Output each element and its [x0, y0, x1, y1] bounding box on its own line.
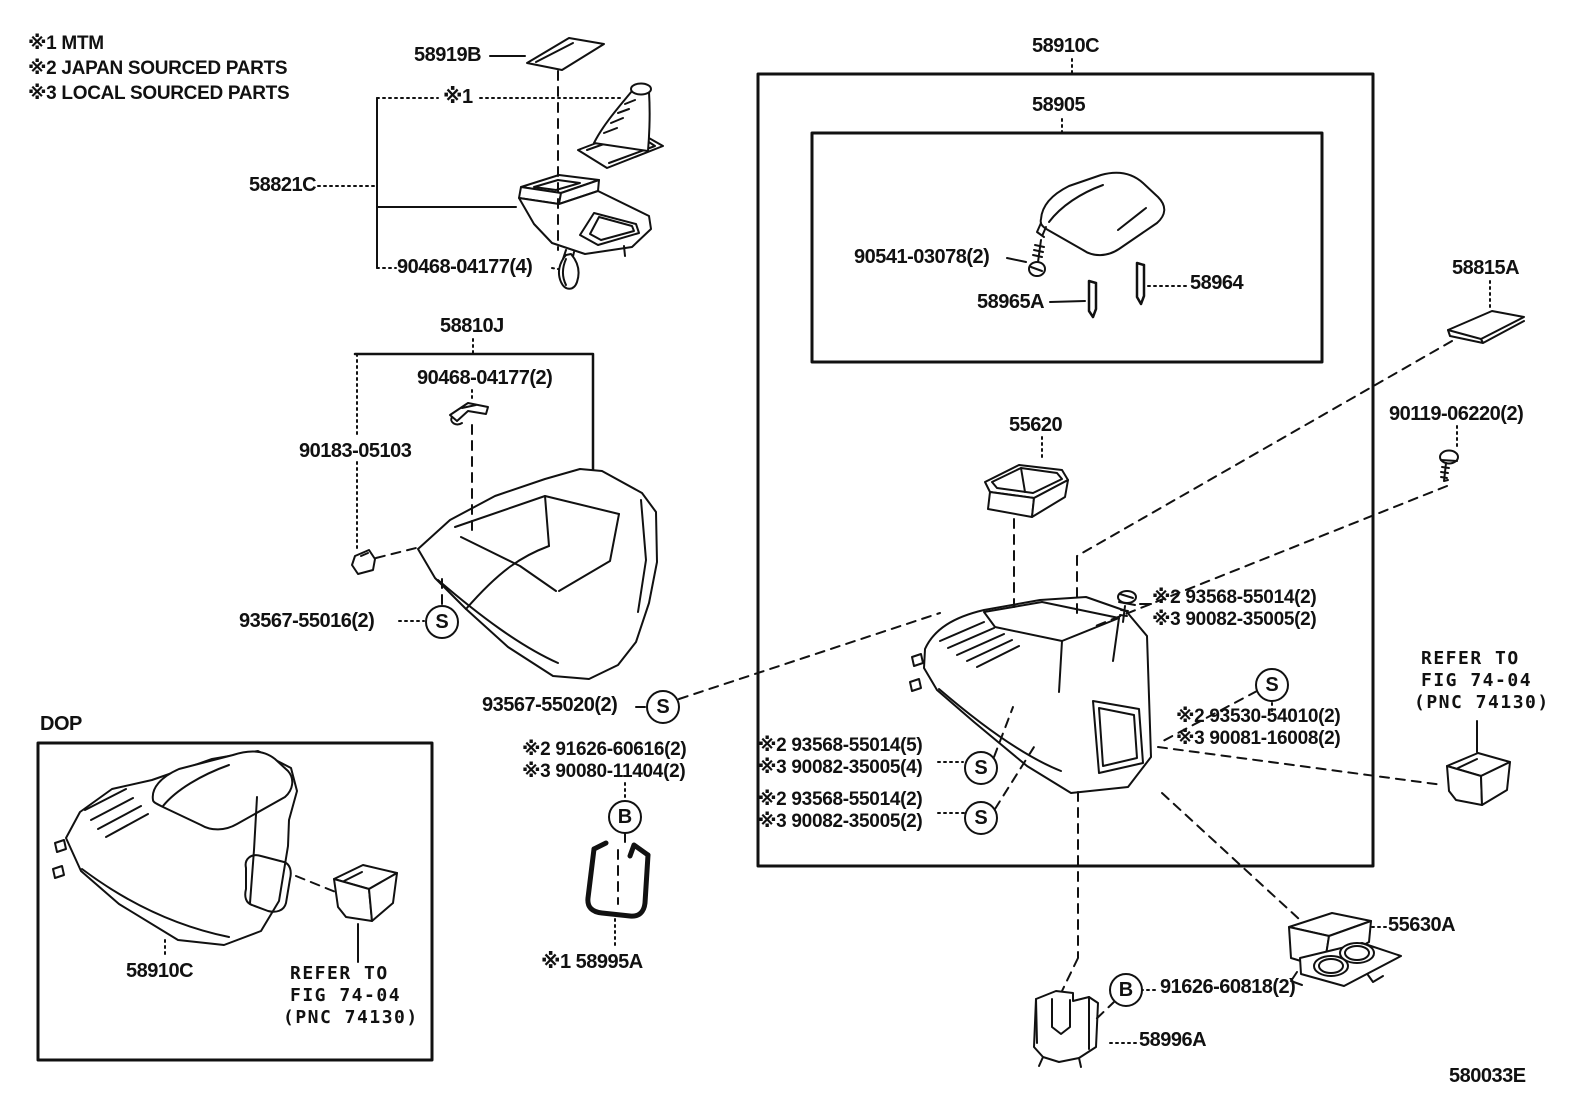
shifter-bezel-bracket-sketch — [518, 174, 652, 262]
part-label-screw-left2-1: ※2 93568-55014(2) — [758, 789, 923, 810]
part-label-90541-03078: 90541-03078(2) — [854, 246, 990, 268]
dop-box — [36, 741, 434, 1062]
clip-90468-2-sketch — [449, 402, 489, 426]
armrest-lid-sketch — [1036, 171, 1166, 257]
rear-console-group-box — [353, 352, 595, 500]
legend-line-2: ※2 JAPAN SOURCED PARTS — [28, 58, 288, 79]
part-label-91626-60818: 91626-60818(2) — [1160, 976, 1296, 998]
part-label-58821c: 58821C — [249, 174, 317, 196]
plate-58815A-sketch — [1447, 310, 1525, 344]
legend-line-1: ※1 MTM — [28, 33, 104, 54]
part-label-90183-05103: 90183-05103 — [299, 440, 412, 462]
part-label-93567-55020: 93567-55020(2) — [482, 694, 618, 716]
refer-note-dop-1: REFER TO — [290, 963, 389, 984]
clip-90468-4-sketch — [557, 253, 580, 290]
dop-console-sketch — [52, 750, 298, 946]
part-label-58815a: 58815A — [1452, 257, 1520, 279]
part-label-screw-left5-1: ※2 93568-55014(5) — [758, 735, 923, 756]
rear-console-sketch — [417, 468, 658, 680]
pin-58964-sketch — [1135, 261, 1146, 306]
part-label-screw-left2-2: ※3 90082-35005(2) — [758, 811, 923, 832]
thread-marker-s-93567-20: S — [646, 690, 680, 724]
screw-93568-sketch — [1117, 590, 1137, 623]
refer-note-right-2: FIG 74-04 — [1421, 670, 1533, 691]
bolt-marker-b-60818: B — [1109, 973, 1143, 1007]
part-label-58910c: 58910C — [1032, 35, 1100, 57]
part-label-58996a: 58996A — [1139, 1029, 1207, 1051]
part-label-screw-s-right-1: ※2 93530-54010(2) — [1176, 706, 1341, 727]
bracket-58995A-sketch — [585, 840, 651, 919]
console-assembly-box — [756, 72, 1375, 868]
part-label-91626-60616-1: ※2 91626-60616(2) — [522, 739, 687, 760]
thread-marker-s-left2: S — [964, 801, 998, 835]
thread-marker-s-93567-16: S — [425, 605, 459, 639]
part-label-90468-04177-4: 90468-04177(4) — [397, 256, 533, 278]
pin-58965A-sketch — [1087, 279, 1098, 319]
screw-90541-sketch — [1028, 239, 1046, 277]
refer-note-right-1: REFER TO — [1421, 648, 1520, 669]
part-label-58995a: ※1 58995A — [541, 951, 643, 973]
cup-holder-55630A-sketch — [1288, 912, 1402, 987]
part-label-screw-left5-2: ※3 90082-35005(4) — [758, 757, 923, 778]
cup-holder-55620-sketch — [984, 464, 1069, 518]
front-console-sketch — [909, 596, 1152, 794]
legend-line-3: ※3 LOCAL SOURCED PARTS — [28, 83, 290, 104]
part-label-55630a: 55630A — [1388, 914, 1456, 936]
part-label-screw-s-right-2: ※3 90081-16008(2) — [1176, 728, 1341, 749]
bolt-marker-b-60616: B — [608, 800, 642, 834]
part-label-58965a: 58965A — [977, 291, 1045, 313]
part-label-90119-06220: 90119-06220(2) — [1389, 403, 1524, 425]
shift-boot-sketch — [577, 82, 664, 169]
part-label-58964: 58964 — [1190, 272, 1244, 294]
part-label-93567-55016: 93567-55016(2) — [239, 610, 375, 632]
shift-lever-plate-sketch — [526, 37, 605, 71]
refer-note-dop-2: FIG 74-04 — [290, 985, 402, 1006]
thread-marker-s-right: S — [1255, 668, 1289, 702]
refer-note-right-3: (PNC 74130) — [1414, 692, 1550, 713]
bolt-90119-sketch — [1439, 449, 1459, 482]
part-label-screw-right-1: ※2 93568-55014(2) — [1152, 587, 1317, 608]
armrest-assembly-box — [810, 131, 1324, 364]
clip-90183-sketch — [351, 549, 376, 575]
dop-ashtray-sketch — [333, 864, 398, 922]
note-mtm-flag: ※1 — [443, 86, 473, 108]
part-label-58810j: 58810J — [440, 315, 504, 337]
refer-note-dop-3: (PNC 74130) — [283, 1007, 419, 1028]
dop-box-title: DOP — [40, 713, 82, 735]
part-label-91626-60616-2: ※3 90080-11404(2) — [522, 761, 686, 782]
thread-marker-s-left5: S — [964, 751, 998, 785]
part-label-58910c-dop: 58910C — [126, 960, 194, 982]
diagram-id: 580033E — [1449, 1065, 1526, 1087]
part-label-58919b: 58919B — [414, 44, 482, 66]
bracket-58996A-sketch — [1033, 990, 1099, 1068]
part-label-screw-right-2: ※3 90082-35005(2) — [1152, 609, 1317, 630]
part-label-58905: 58905 — [1032, 94, 1086, 116]
part-label-90468-04177-2: 90468-04177(2) — [417, 367, 553, 389]
ashtray-right-sketch — [1446, 752, 1511, 806]
part-label-55620: 55620 — [1009, 414, 1063, 436]
